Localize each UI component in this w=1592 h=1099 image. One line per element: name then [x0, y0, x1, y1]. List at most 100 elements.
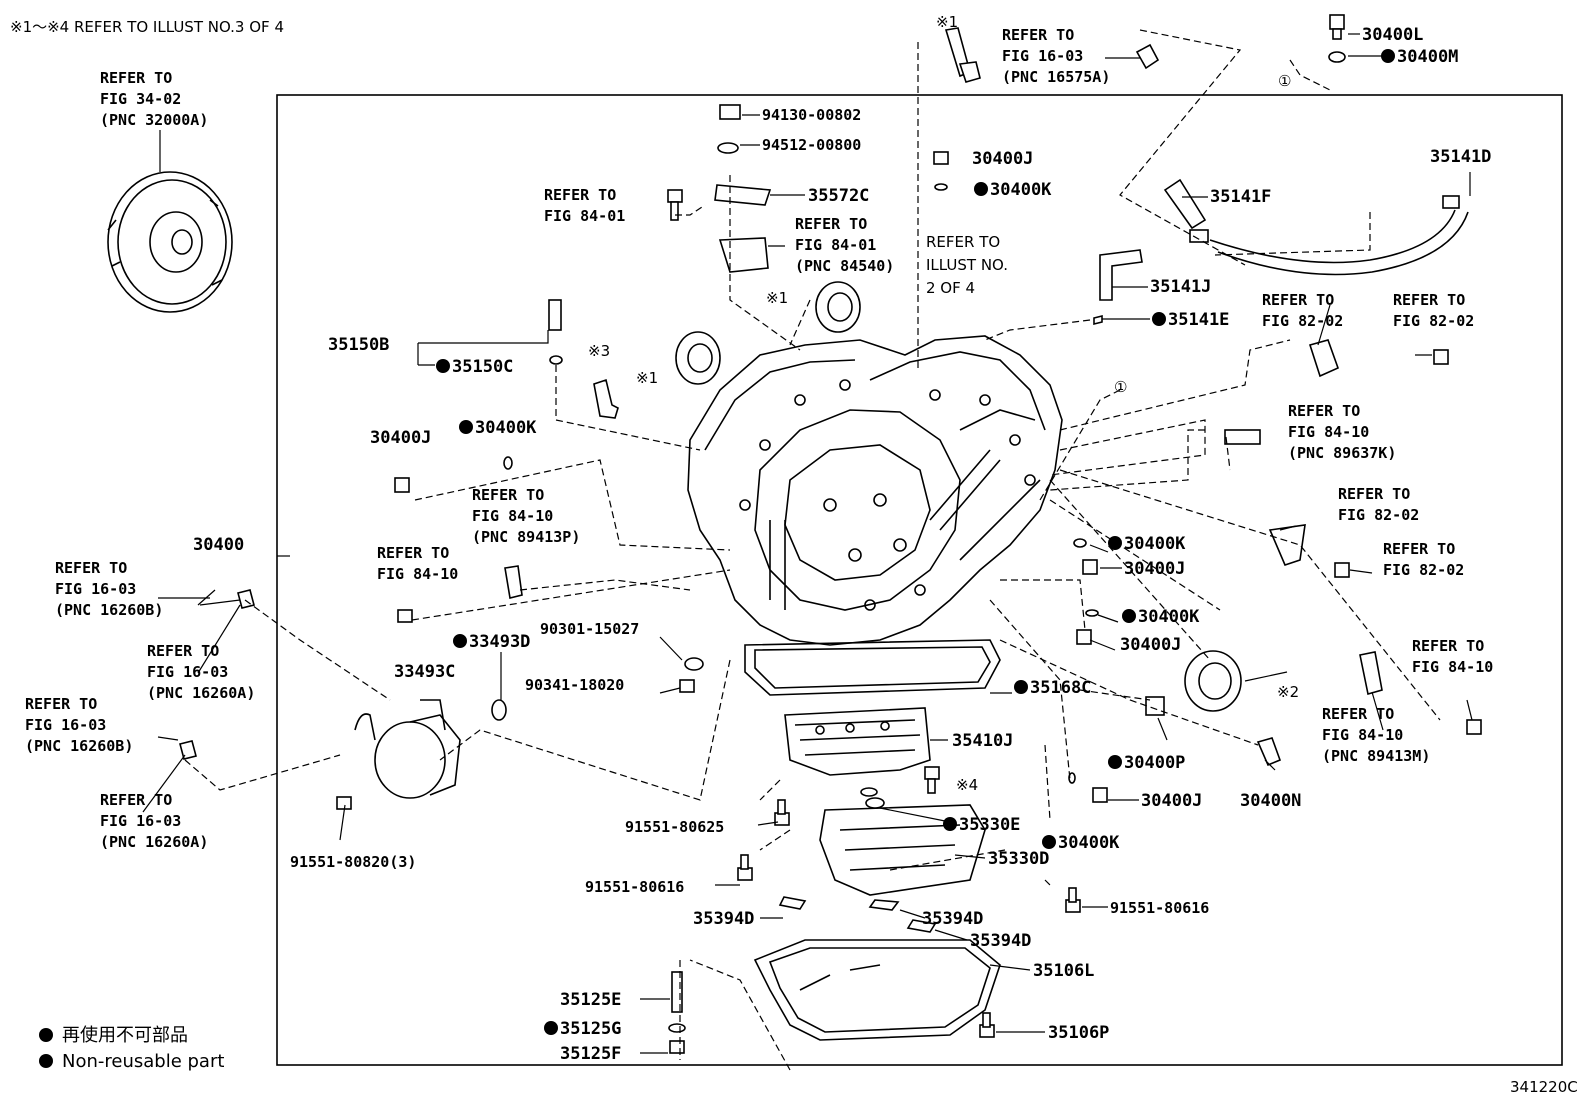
label-91551-80616-b: 91551-80616	[1110, 899, 1209, 917]
label-90301-15027: 90301-15027	[540, 620, 639, 638]
label-30400J-r3: 30400J	[1141, 791, 1202, 811]
ref-84-10-b-2: FIG 84-10	[472, 507, 553, 525]
ref-16-03-a-1: REFER TO	[55, 559, 127, 577]
ref-82-02-b-1: REFER TO	[1393, 291, 1465, 309]
ref-16-03-a-3: (PNC 16260B)	[55, 601, 163, 619]
torque-converter-illustration	[107, 171, 233, 313]
label-30400L: 30400L	[1362, 25, 1423, 45]
oil-cooler-illustration	[354, 699, 461, 799]
nonreusable-dot	[943, 817, 957, 831]
nonreusable-dot	[1381, 49, 1395, 63]
mark-k1-seal2: ※1	[636, 369, 658, 387]
ref-82-02-d-2: FIG 82-02	[1383, 561, 1464, 579]
label-35150B: 35150B	[328, 335, 389, 355]
header-note: ※1～※4 REFER TO ILLUST NO.3 OF 4	[10, 18, 284, 36]
ref-84-10-e-3: (PNC 89413M)	[1322, 747, 1430, 765]
label-35330E: 35330E	[959, 815, 1020, 835]
label-30400N: 30400N	[1240, 791, 1301, 811]
ref-16-03-c-1: REFER TO	[25, 695, 97, 713]
nonreusable-dot	[1108, 536, 1122, 550]
ref-84-01-a-1: REFER TO	[544, 186, 616, 204]
nonreusable-dot	[453, 634, 467, 648]
ref-16-03-d-2: FIG 16-03	[100, 812, 181, 830]
small-parts-illustration	[179, 14, 1482, 1054]
label-33493C: 33493C	[394, 662, 455, 682]
ref-84-01-b-2: FIG 84-01	[795, 236, 876, 254]
label-30400-assembly: 30400	[193, 535, 244, 555]
ref-84-10-a-1: REFER TO	[1288, 402, 1360, 420]
label-91551-80820: 91551-80820(3)	[290, 853, 416, 871]
mark-circle1-top: ①	[1278, 72, 1291, 90]
ref-torque-3: (PNC 32000A)	[100, 111, 208, 129]
mark-k1-seal: ※1	[766, 289, 788, 307]
ref-pipe-2: FIG 16-03	[1002, 47, 1083, 65]
ref-16-03-d-1: REFER TO	[100, 791, 172, 809]
label-30400K-left: 30400K	[475, 418, 537, 438]
ref-84-10-a-3: (PNC 89637K)	[1288, 444, 1396, 462]
label-35141F: 35141F	[1210, 187, 1271, 207]
ref-84-01-a-2: FIG 84-01	[544, 207, 625, 225]
ref-16-03-d-3: (PNC 16260A)	[100, 833, 208, 851]
mark-k3: ※3	[588, 342, 610, 360]
label-35394D-c: 35394D	[970, 931, 1031, 951]
label-90341-18020: 90341-18020	[525, 676, 624, 694]
ref-16-03-b-2: FIG 16-03	[147, 663, 228, 681]
legend-en: Non-reusable part	[62, 1051, 224, 1072]
nonreusable-dot	[544, 1021, 558, 1035]
label-91551-80625: 91551-80625	[625, 818, 724, 836]
nonreusable-dot	[459, 420, 473, 434]
ref-torque-1: REFER TO	[100, 69, 172, 87]
nonreusable-dot	[436, 359, 450, 373]
label-30400K-top: 30400K	[990, 180, 1052, 200]
mark-circle1-mid: ①	[1114, 378, 1127, 396]
label-30400P: 30400P	[1124, 753, 1185, 773]
ref-84-01-b-3: (PNC 84540)	[795, 257, 894, 275]
ref-82-02-d-1: REFER TO	[1383, 540, 1455, 558]
label-30400J-r1: 30400J	[1124, 559, 1185, 579]
ref-84-10-e-1: REFER TO	[1322, 705, 1394, 723]
ref-illust2-3: 2 OF 4	[926, 279, 975, 297]
oil-pan-illustration	[753, 939, 1001, 1041]
nonreusable-dot	[1122, 609, 1136, 623]
transaxle-case-illustration	[687, 335, 1063, 696]
mark-k1-top: ※1	[936, 13, 958, 31]
valve-body-illustration	[784, 707, 931, 776]
nonreusable-dot	[1042, 835, 1056, 849]
ref-82-02-a-2: FIG 82-02	[1262, 312, 1343, 330]
label-35125G: 35125G	[560, 1019, 621, 1039]
legend-jp: 再使用不可部品	[62, 1025, 188, 1046]
ref-pipe-3: (PNC 16575A)	[1002, 68, 1110, 86]
nonreusable-dot	[1152, 312, 1166, 326]
label-35572C: 35572C	[808, 186, 869, 206]
ref-84-10-b-1: REFER TO	[472, 486, 544, 504]
ref-84-10-d-2: FIG 84-10	[1412, 658, 1493, 676]
label-35125E: 35125E	[560, 990, 621, 1010]
ref-illust2-2: ILLUST NO.	[926, 256, 1008, 274]
illustration-code: 341220C	[1510, 1078, 1578, 1096]
label-33493D: 33493D	[469, 632, 530, 652]
label-30400J-r2: 30400J	[1120, 635, 1181, 655]
ref-82-02-a-1: REFER TO	[1262, 291, 1334, 309]
label-30400K-r2: 30400K	[1138, 607, 1200, 627]
label-35125F: 35125F	[560, 1044, 621, 1064]
label-35106L: 35106L	[1033, 961, 1094, 981]
legend-dot-jp	[39, 1028, 53, 1042]
label-35106P: 35106P	[1048, 1023, 1109, 1043]
label-35141J: 35141J	[1150, 277, 1211, 297]
ref-84-10-c-2: FIG 84-10	[377, 565, 458, 583]
ref-16-03-c-2: FIG 16-03	[25, 716, 106, 734]
ref-82-02-c-1: REFER TO	[1338, 485, 1410, 503]
ref-82-02-c-2: FIG 82-02	[1338, 506, 1419, 524]
label-35394D-b: 35394D	[922, 909, 983, 929]
label-35141D: 35141D	[1430, 147, 1491, 167]
ref-84-01-b-1: REFER TO	[795, 215, 867, 233]
label-35330D: 35330D	[988, 849, 1049, 869]
ref-82-02-b-2: FIG 82-02	[1393, 312, 1474, 330]
label-35141E: 35141E	[1168, 310, 1229, 330]
ref-pipe-1: REFER TO	[1002, 26, 1074, 44]
assembly-frame	[276, 94, 1563, 1066]
ref-16-03-a-2: FIG 16-03	[55, 580, 136, 598]
mark-k4: ※4	[956, 776, 978, 794]
ref-84-10-d-1: REFER TO	[1412, 637, 1484, 655]
